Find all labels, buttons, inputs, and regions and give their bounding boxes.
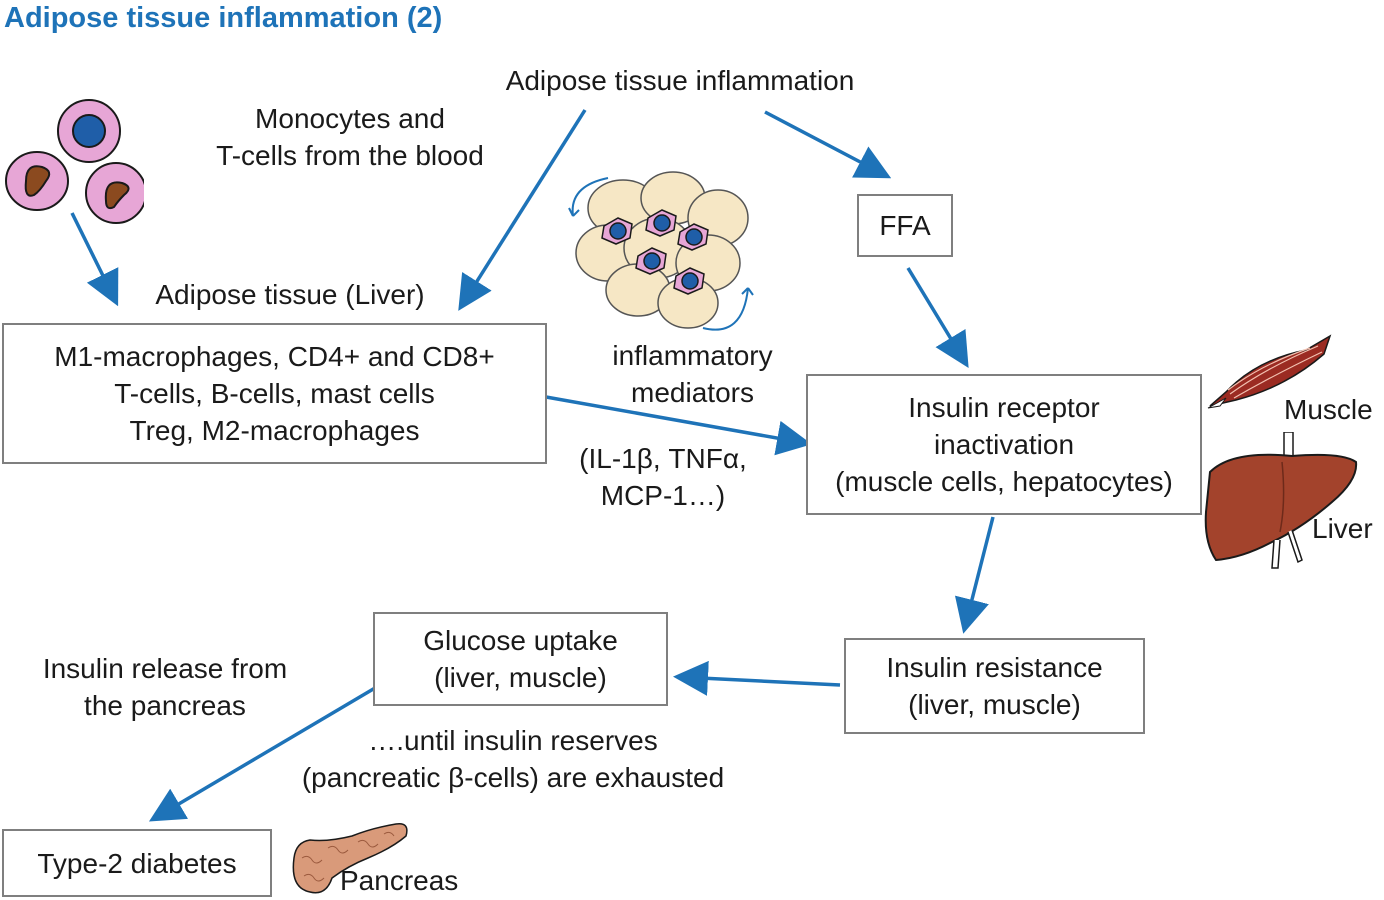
page-title: Adipose tissue inflammation (2) xyxy=(4,2,443,34)
insulin-resistance-box: Insulin resistance (liver, muscle) xyxy=(844,638,1145,734)
mediators-line-2: MCP-1…) xyxy=(600,480,726,511)
inflammatory-line-2: mediators xyxy=(631,377,754,408)
ffa-box: FFA xyxy=(857,194,953,257)
inflammatory-mediators-label: inflammatory mediators xyxy=(585,337,800,411)
insulin-release-line-1: Insulin release from xyxy=(42,653,288,684)
ffa-label: FFA xyxy=(879,210,931,241)
adipose-cluster-icon xyxy=(568,171,754,331)
receptor-line-3: (muscle cells, hepatocytes) xyxy=(835,466,1173,497)
insulin-release-line-2: the pancreas xyxy=(84,690,246,721)
mediators-line-1: (IL-1β, TNFα, xyxy=(579,443,747,474)
glucose-line-1: Glucose uptake xyxy=(423,625,618,656)
pancreas-label: Pancreas xyxy=(340,865,459,896)
monocytes-label: Monocytes and T-cells from the blood xyxy=(185,100,515,174)
type2-diabetes-box: Type-2 diabetes xyxy=(2,829,272,897)
adipose-inflammation-label: Adipose tissue inflammation xyxy=(505,65,855,96)
monocytes-line-1: Monocytes and xyxy=(255,103,445,134)
pancreas-icon xyxy=(292,823,408,894)
insulin-receptor-box: Insulin receptor inactivation (muscle ce… xyxy=(806,374,1202,515)
resistance-line-1: Insulin resistance xyxy=(886,652,1103,683)
diabetes-label: Type-2 diabetes xyxy=(37,847,237,879)
arrow-resistance-to-glucose xyxy=(673,660,841,696)
liver-label: Liver xyxy=(1312,513,1373,544)
mediators-list-label: (IL-1β, TNFα, MCP-1…) xyxy=(548,440,778,514)
arrow-receptor-to-resistance xyxy=(954,516,995,634)
inflammatory-line-1: inflammatory xyxy=(612,340,773,371)
immune-cells-box: M1-macrophages, CD4+ and CD8+ T-cells, B… xyxy=(2,323,547,464)
immune-line-3: Treg, M2-macrophages xyxy=(129,415,420,446)
muscle-label: Muscle xyxy=(1284,394,1373,425)
monocytes-line-2: T-cells from the blood xyxy=(216,140,484,171)
reserves-label: ….until insulin reserves (pancreatic β-c… xyxy=(268,722,758,796)
liver-icon xyxy=(1204,432,1358,569)
immune-line-2: T-cells, B-cells, mast cells xyxy=(114,378,435,409)
blood-cells-icon xyxy=(5,99,144,224)
insulin-release-label: Insulin release from the pancreas xyxy=(10,650,320,724)
arrow-blood-to-adipose xyxy=(70,212,119,307)
reserves-line-1: ….until insulin reserves xyxy=(368,725,658,756)
arrow-immune-to-receptor xyxy=(545,395,812,456)
arrow-inflammation-to-adipose xyxy=(458,109,587,311)
arrow-inflammation-to-ffa xyxy=(764,110,892,179)
arrow-glucose-to-diabetes xyxy=(148,686,376,822)
adipose-tissue-liver-label: Adipose tissue (Liver) xyxy=(155,279,425,310)
arrow-ffa-to-receptor xyxy=(906,267,969,368)
resistance-line-2: (liver, muscle) xyxy=(908,689,1081,720)
receptor-line-1: Insulin receptor xyxy=(908,392,1100,423)
glucose-line-2: (liver, muscle) xyxy=(434,662,607,693)
reserves-line-2: (pancreatic β-cells) are exhausted xyxy=(301,762,725,793)
receptor-line-2: inactivation xyxy=(933,429,1075,460)
glucose-uptake-box: Glucose uptake (liver, muscle) xyxy=(373,612,668,706)
muscle-icon xyxy=(1207,334,1332,409)
immune-line-1: M1-macrophages, CD4+ and CD8+ xyxy=(54,341,495,372)
